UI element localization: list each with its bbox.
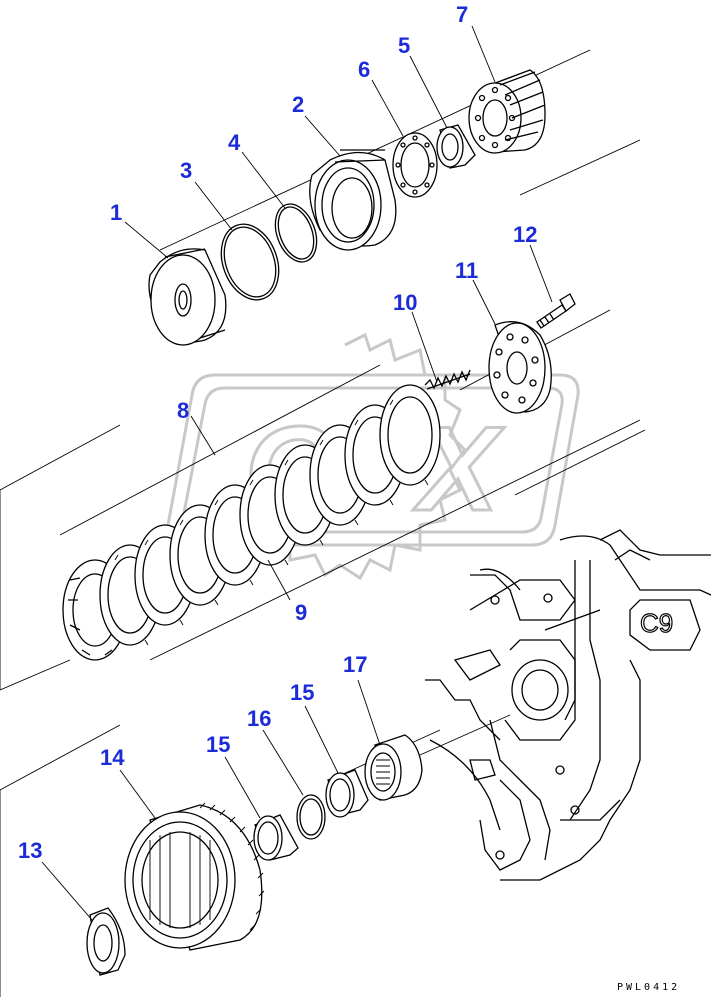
callout-4: 4	[228, 130, 241, 155]
part-15b-bushing	[325, 769, 369, 818]
part-1-piston	[148, 248, 227, 346]
callout-11: 11	[455, 258, 478, 283]
svg-text:C9: C9	[640, 608, 673, 638]
callout-1: 1	[110, 200, 122, 225]
callout-7: 7	[456, 2, 468, 27]
part-3-o-ring	[220, 223, 280, 301]
part-16-snap-ring	[296, 794, 326, 840]
callout-14: 14	[100, 745, 125, 770]
part-6-flange	[392, 132, 438, 198]
callout-12: 12	[513, 222, 537, 247]
part-2-cylinder	[309, 149, 397, 251]
part-17-bearing	[364, 734, 423, 801]
part-14-gear-drum	[124, 802, 265, 951]
callout-labels: 1 2 3 4 5 6 7 8 9 10 11 12 13 14 15 15 1…	[18, 2, 537, 863]
callout-8: 8	[177, 398, 189, 423]
callout-13: 13	[18, 838, 42, 863]
callout-15b: 15	[290, 680, 314, 705]
leader-lines	[41, 25, 553, 921]
part-13-washer	[86, 907, 126, 976]
part-5-collar	[436, 124, 476, 169]
callout-3: 3	[180, 158, 192, 183]
part-7-hub	[468, 69, 546, 154]
part-10-spring	[424, 369, 471, 390]
callout-9: 9	[295, 600, 307, 625]
callout-2: 2	[292, 92, 304, 117]
callout-15a: 15	[206, 732, 230, 757]
part-15a-bushing	[253, 814, 299, 861]
transmission-housing: C9	[425, 529, 711, 881]
clutch-pack	[62, 384, 441, 661]
part-12-bolt	[536, 293, 576, 329]
callout-16: 16	[247, 706, 271, 731]
drawing-code: PWL0412	[617, 982, 680, 993]
part-4-o-ring	[274, 203, 318, 263]
callout-6: 6	[358, 57, 370, 82]
callout-5: 5	[398, 33, 410, 58]
callout-17: 17	[343, 652, 367, 677]
part-11-retainer	[488, 321, 552, 414]
callout-10: 10	[393, 290, 417, 315]
